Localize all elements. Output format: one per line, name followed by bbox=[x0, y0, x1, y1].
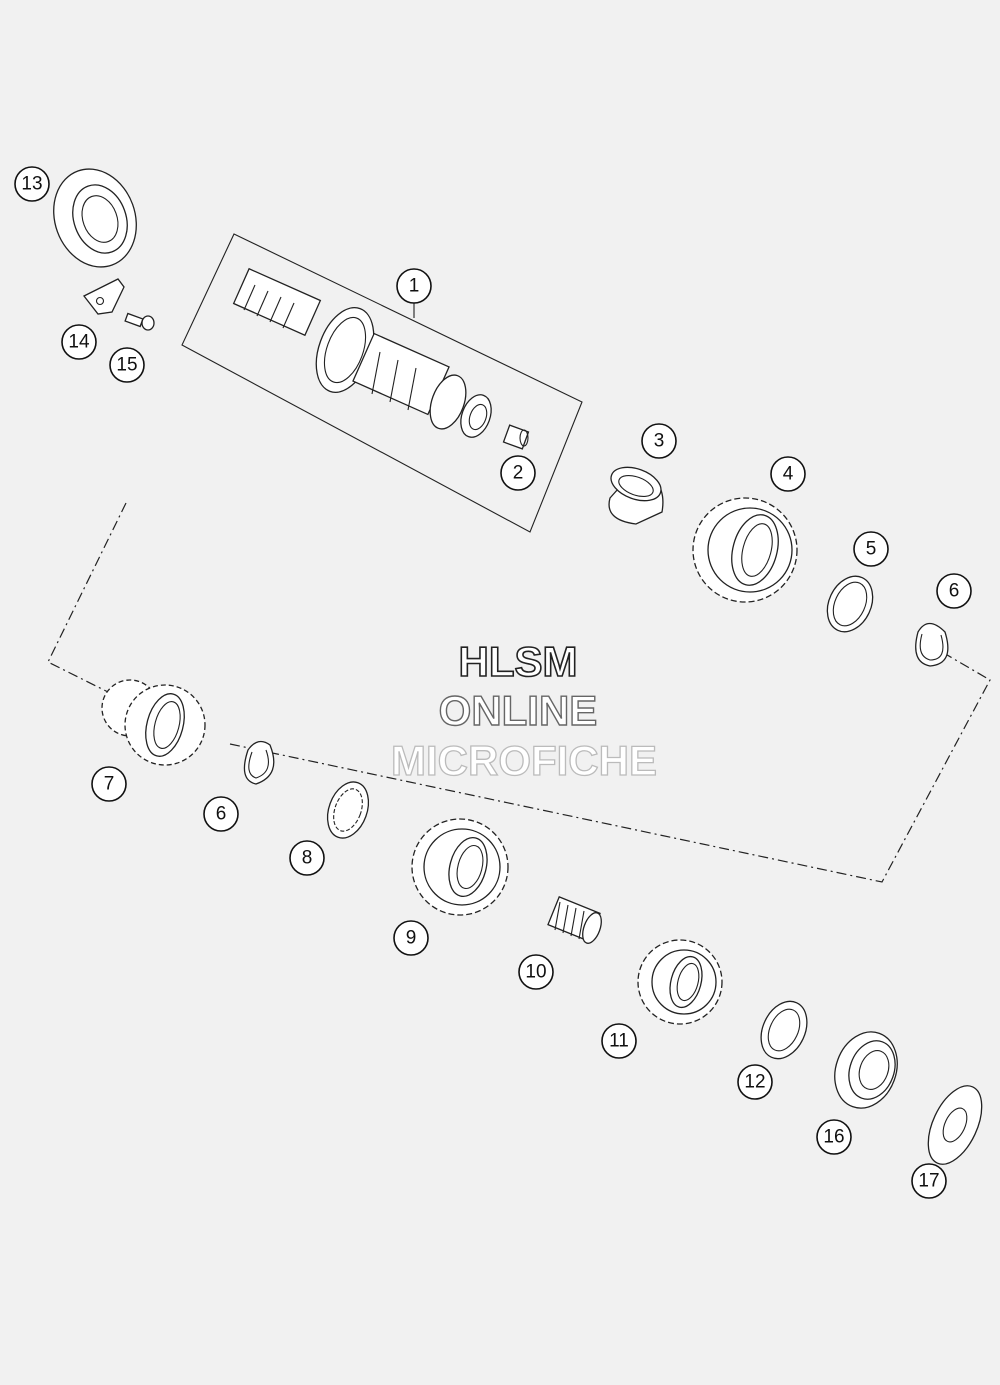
main-shaft-1 bbox=[232, 267, 492, 438]
callout-9: 9 bbox=[393, 920, 429, 956]
callout-13: 13 bbox=[14, 166, 50, 202]
callout-label: 1 bbox=[409, 276, 420, 297]
bearing-16 bbox=[834, 1031, 898, 1109]
watermark-line-1: HLSM bbox=[459, 638, 578, 685]
gear-11 bbox=[637, 939, 723, 1025]
needle-bearing-10 bbox=[547, 896, 602, 944]
callout-15: 15 bbox=[109, 347, 145, 383]
callout-14: 14 bbox=[61, 324, 97, 360]
callout-8: 8 bbox=[289, 840, 325, 876]
watermark-line-2: ONLINE bbox=[439, 687, 598, 734]
circlip-6-upper bbox=[915, 622, 949, 667]
callout-7: 7 bbox=[91, 766, 127, 802]
lock-plate-14 bbox=[83, 278, 125, 315]
watermark: HLSM ONLINE MICROFICHE bbox=[390, 637, 657, 784]
callout-6a: 6 bbox=[936, 573, 972, 609]
gear-9 bbox=[411, 818, 509, 916]
washer-5 bbox=[826, 575, 874, 633]
callout-label: 6 bbox=[216, 804, 227, 825]
callout-label: 8 bbox=[302, 848, 313, 869]
callout-5: 5 bbox=[853, 531, 889, 567]
washer-17 bbox=[927, 1085, 983, 1165]
callout-17: 17 bbox=[911, 1163, 947, 1199]
circlip-6-lower bbox=[243, 740, 275, 785]
callout-label: 9 bbox=[406, 928, 417, 949]
washer-12 bbox=[760, 1000, 808, 1060]
bushing-3 bbox=[608, 466, 664, 525]
callout-11: 11 bbox=[601, 1023, 637, 1059]
callout-label: 15 bbox=[116, 355, 137, 376]
gear-4 bbox=[692, 497, 798, 603]
callout-16: 16 bbox=[816, 1119, 852, 1155]
callout-1: 1 bbox=[396, 268, 432, 304]
callout-label: 11 bbox=[609, 1031, 629, 1052]
callout-label: 12 bbox=[744, 1072, 765, 1093]
callout-3: 3 bbox=[641, 423, 677, 459]
callout-label: 7 bbox=[104, 774, 115, 795]
callout-label: 14 bbox=[68, 332, 90, 353]
callout-10: 10 bbox=[518, 954, 554, 990]
callout-label: 16 bbox=[823, 1127, 844, 1148]
watermark-line-3: MICROFICHE bbox=[391, 737, 657, 784]
callout-6b: 6 bbox=[203, 796, 239, 832]
callout-label: 17 bbox=[918, 1171, 939, 1192]
gear-7 bbox=[101, 679, 206, 766]
callout-label: 3 bbox=[654, 431, 665, 452]
splined-washer-8 bbox=[326, 781, 370, 839]
screw-15 bbox=[124, 312, 155, 331]
callout-label: 5 bbox=[866, 539, 877, 560]
sleeve-2 bbox=[502, 424, 530, 450]
shaft-group-box bbox=[181, 233, 583, 533]
callout-2: 2 bbox=[500, 455, 536, 491]
assembly-line bbox=[47, 502, 991, 883]
callout-12: 12 bbox=[737, 1064, 773, 1100]
callout-label: 2 bbox=[513, 463, 524, 484]
bearing-13 bbox=[53, 168, 137, 268]
callout-label: 6 bbox=[949, 581, 960, 602]
callout-label: 13 bbox=[21, 174, 42, 195]
callout-label: 10 bbox=[525, 962, 546, 983]
callout-label: 4 bbox=[783, 464, 794, 485]
callout-4: 4 bbox=[770, 456, 806, 492]
